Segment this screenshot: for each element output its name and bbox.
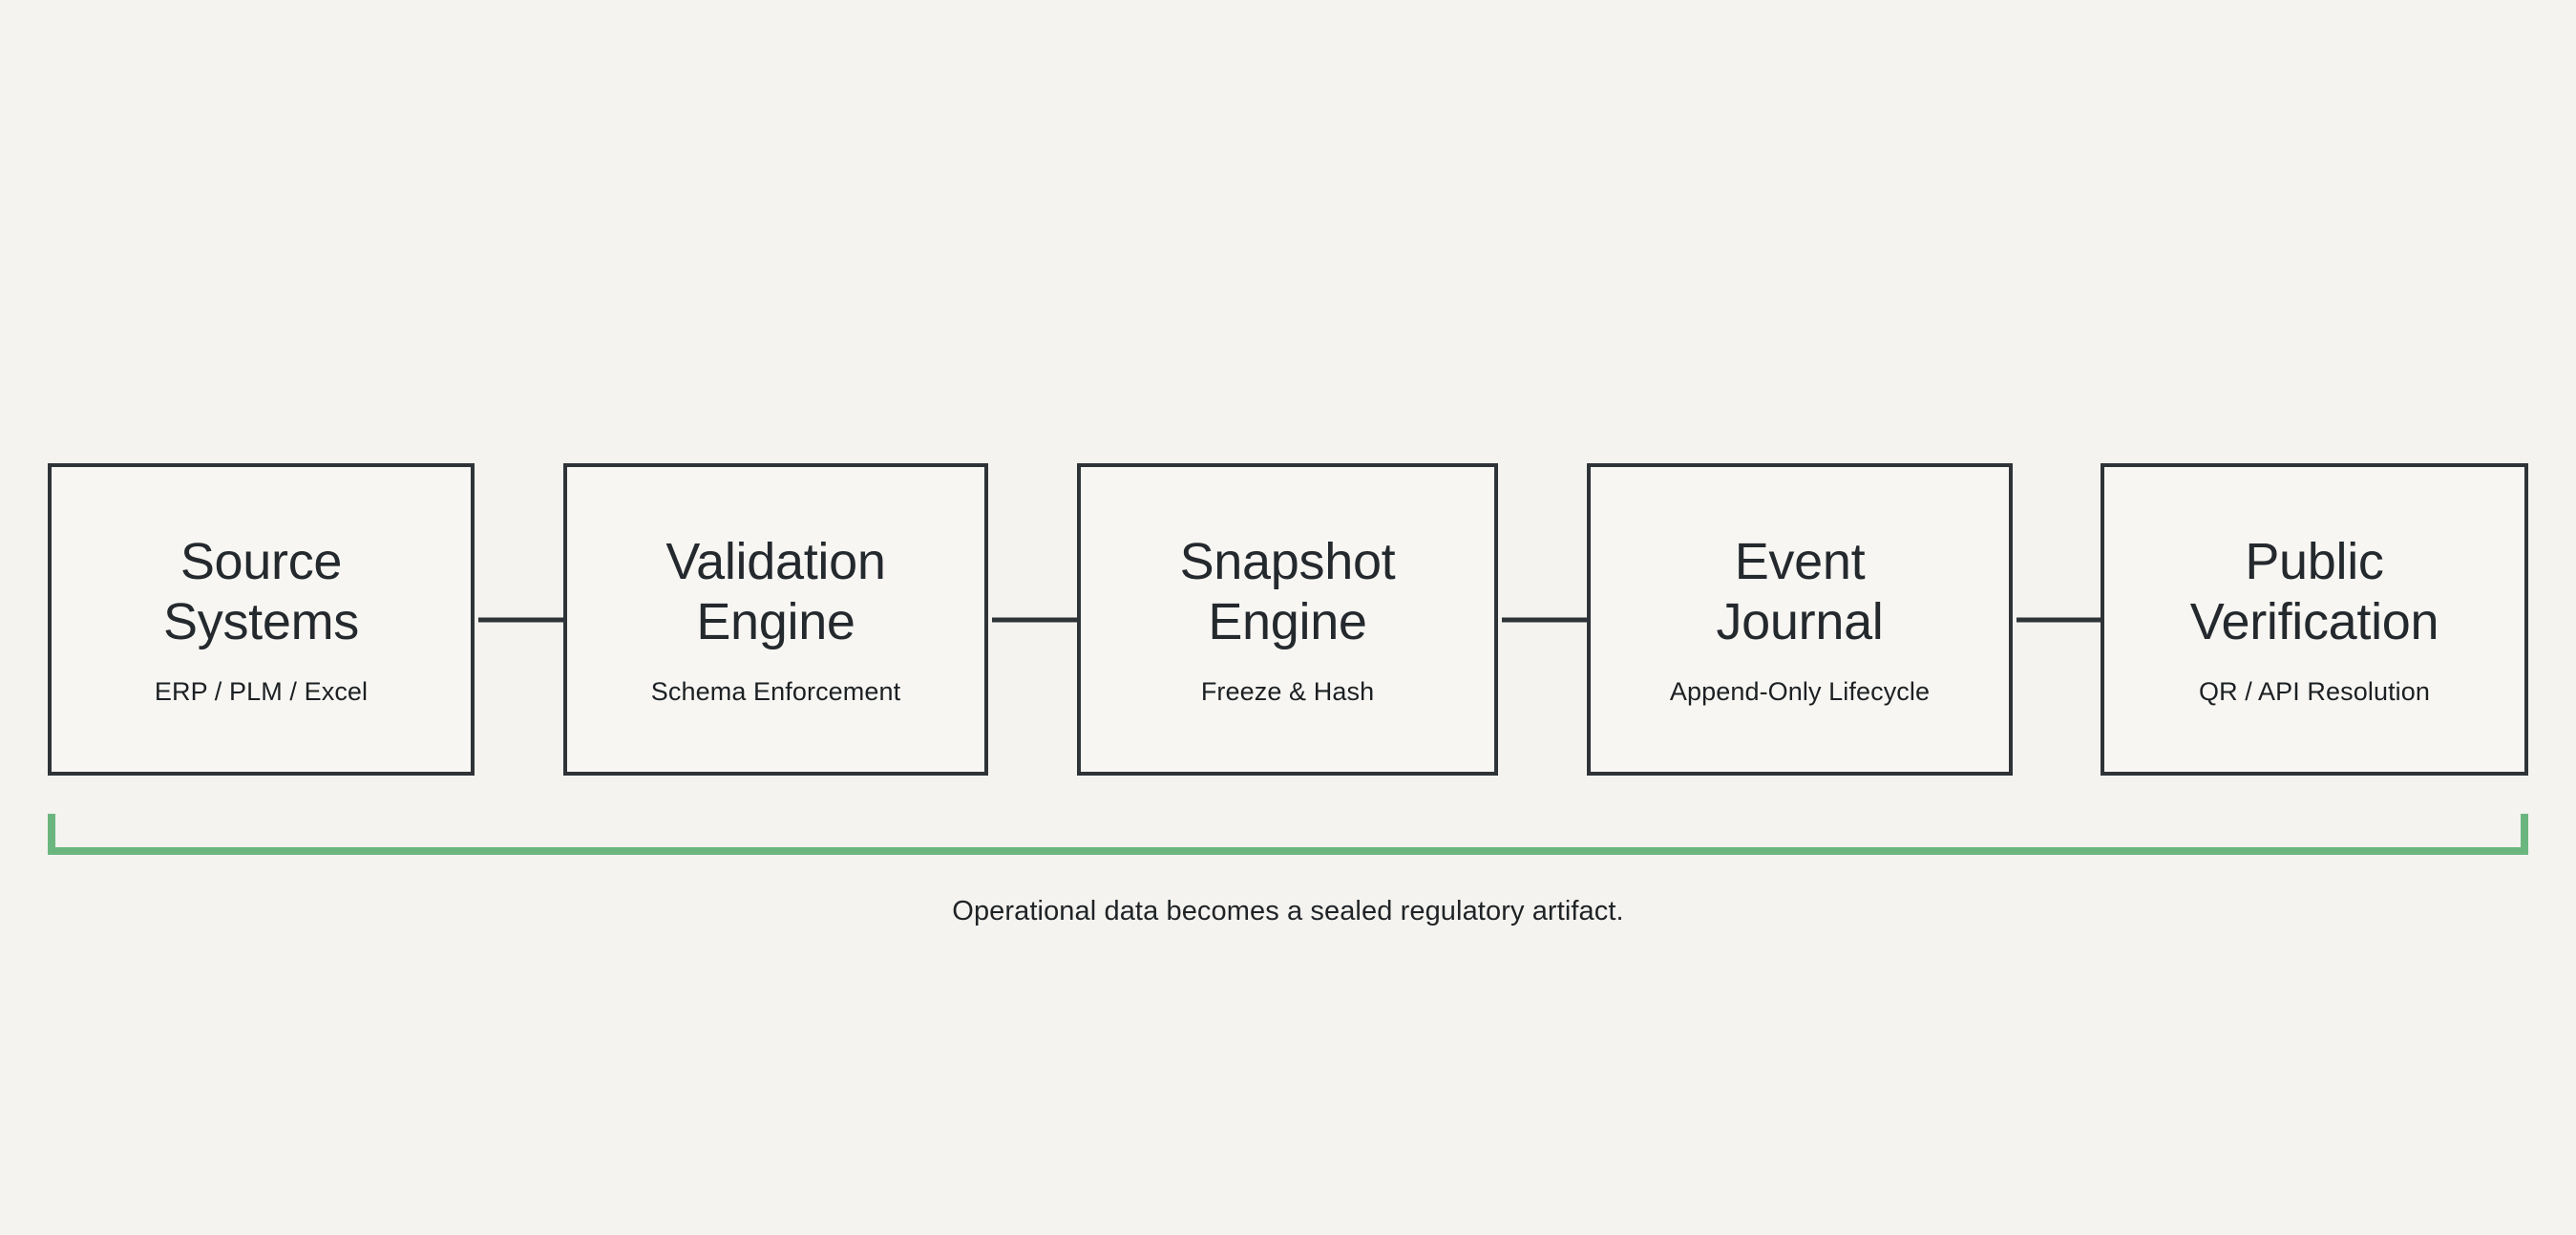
stage-box-event-journal[interactable]: Event Journal Append-Only Lifecycle [1587, 463, 2013, 776]
full-pipeline-span-bracket [48, 812, 2528, 856]
stage-subtitle: Append-Only Lifecycle [1669, 677, 1931, 707]
stage-subtitle: Schema Enforcement [650, 677, 901, 707]
stage-box-source-systems[interactable]: Source Systems ERP / PLM / Excel [48, 463, 475, 776]
stage-subtitle: ERP / PLM / Excel [154, 677, 369, 707]
diagram-caption: Operational data becomes a sealed regula… [952, 896, 1624, 926]
stage-row: Source Systems ERP / PLM / Excel Validat… [48, 463, 2528, 776]
stage-title: Source Systems [163, 532, 359, 650]
stage-box-validation-engine[interactable]: Validation Engine Schema Enforcement [563, 463, 988, 776]
stage-box-public-verification[interactable]: Public Verification QR / API Resolution [2101, 463, 2528, 776]
stage-title: Public Verification [2189, 532, 2439, 650]
stage-title: Validation Engine [665, 532, 886, 650]
stage-title: Snapshot Engine [1179, 532, 1396, 650]
stage-box-snapshot-engine[interactable]: Snapshot Engine Freeze & Hash [1077, 463, 1498, 776]
stage-subtitle: QR / API Resolution [2198, 677, 2430, 707]
stage-title: Event Journal [1716, 532, 1884, 650]
stage-subtitle: Freeze & Hash [1200, 677, 1375, 707]
